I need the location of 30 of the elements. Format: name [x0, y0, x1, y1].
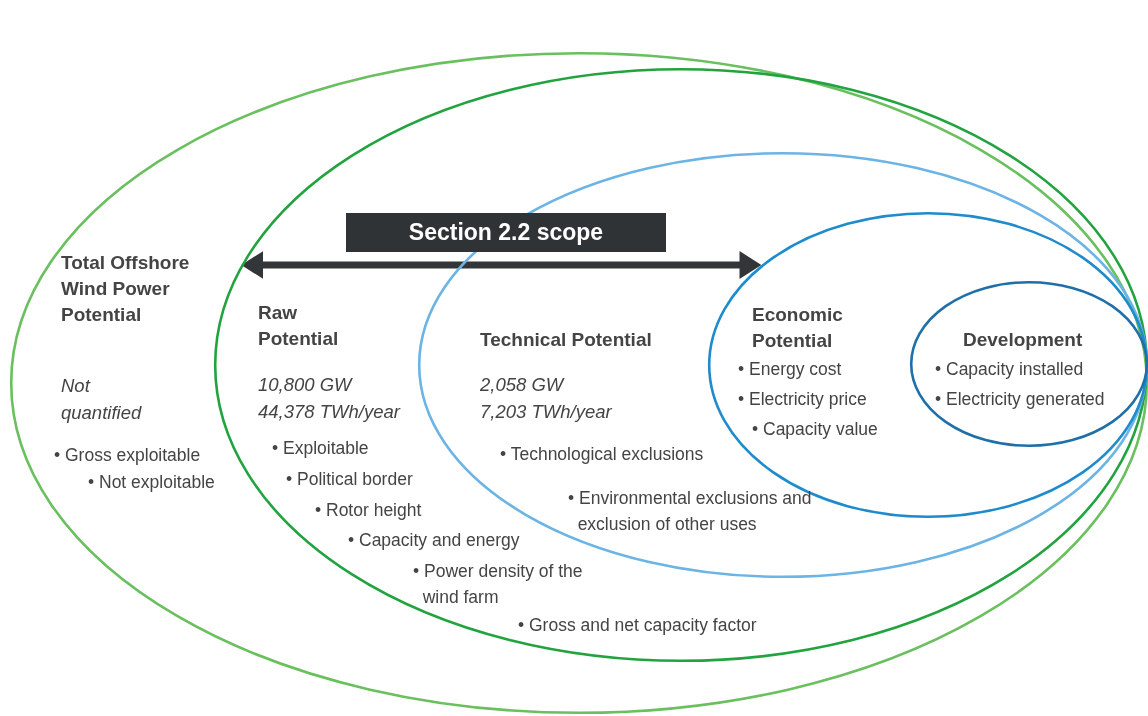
bullet-item: • Environmental exclusions and exclusion of other uses [568, 487, 813, 536]
bullet-item: • Gross exploitable [54, 444, 202, 467]
potential-value: Not quantified [61, 374, 143, 425]
region-heading: Development [963, 328, 1084, 352]
potential-value: 10,800 GW [258, 373, 354, 397]
ellipse-region [214, 68, 1148, 662]
region-heading: Economic Potential [752, 303, 844, 353]
ellipse-region [10, 52, 1148, 714]
region-heading: Technical Potential [480, 328, 653, 352]
bullet-item: • Power density of the wind farm [413, 560, 584, 609]
bullet-item: • Gross and net capacity factor [518, 614, 758, 637]
bullet-item: • Capacity value [752, 418, 879, 441]
bullet-item: • Technological exclusions [500, 443, 705, 466]
bullet-item: • Capacity installed [935, 358, 1085, 381]
bullet-item: • Energy cost [738, 358, 843, 381]
region-heading: Raw Potential [258, 301, 340, 351]
double-arrow [241, 251, 762, 279]
edge-label: Section 2.2 scope [346, 213, 666, 252]
potential-value: 44,378 TWh/year [258, 400, 402, 424]
bullet-item: • Capacity and energy [348, 529, 521, 552]
ellipse-region [910, 281, 1148, 447]
bullet-item: • Electricity price [738, 388, 868, 411]
region-heading: Total Offshore Wind Power Potential [61, 251, 191, 327]
bullet-item: • Rotor height [315, 499, 423, 522]
potential-value: 7,203 TWh/year [480, 400, 614, 424]
bullet-item: • Political border [286, 468, 414, 491]
potential-value: 2,058 GW [480, 373, 566, 397]
bullet-item: • Exploitable [272, 437, 370, 460]
bullet-item: • Not exploitable [88, 471, 216, 494]
bullet-item: • Electricity generated [935, 388, 1106, 411]
